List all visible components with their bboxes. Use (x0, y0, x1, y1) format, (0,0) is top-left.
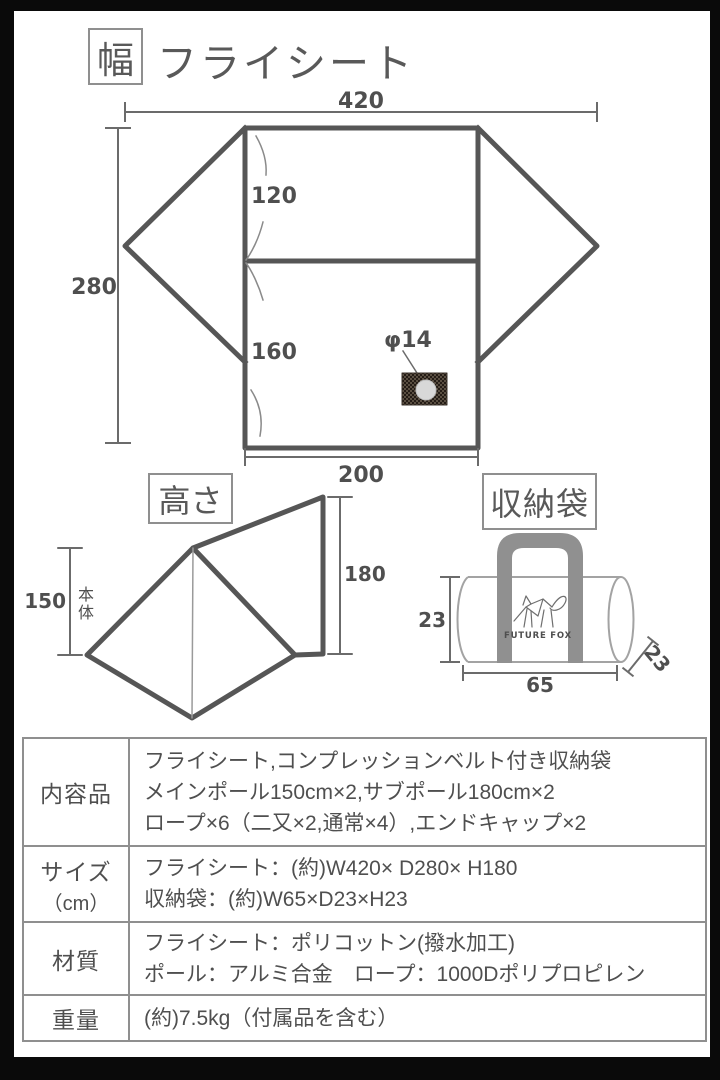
future-fox-logo-text: FUTURE FOX (504, 631, 572, 641)
height-tag-box: 高さ (148, 473, 233, 524)
size-line-1: フライシート：(約)W420× D280× H180 (144, 857, 518, 880)
table-row-size: サイズ （cm） フライシート：(約)W420× D280× H180 収納袋：… (24, 845, 705, 921)
dim-line-bag-height (440, 576, 460, 663)
stove-jack-patch (401, 372, 448, 406)
dim-line-bag-length (462, 665, 618, 681)
row-label-contents: 内容品 (24, 739, 130, 845)
dim-line-200 (244, 448, 479, 466)
dim-label-bag-length: 65 (526, 673, 554, 697)
tent-outline (84, 494, 326, 721)
height-tag-label: 高さ (158, 482, 223, 519)
dim-label-160: 160 (251, 340, 297, 365)
dim-line-bag-depth (621, 635, 660, 678)
row-value-size: フライシート：(約)W420× D280× H180 収納袋：(約)W65×D2… (130, 847, 705, 921)
width-tag-box: 幅 (88, 28, 143, 85)
flysheet-outline (122, 124, 600, 451)
dim-label-bag-depth: 23 (639, 640, 675, 677)
dim-line-280 (105, 127, 131, 444)
width-tag-label: 幅 (97, 39, 134, 81)
table-row-weight: 重量 (約)7.5kg（付属品を含む） (24, 994, 705, 1040)
main-body-label: 本体 (75, 586, 92, 622)
size-line-2: 収納袋：(約)W65×D23×H23 (144, 888, 408, 911)
dim-label-280: 280 (71, 275, 117, 300)
dim-label-180: 180 (344, 562, 386, 586)
page-title: フライシート (157, 42, 415, 86)
fold-arcs (244, 134, 267, 437)
row-value-weight: (約)7.5kg（付属品を含む） (130, 996, 705, 1040)
dim-line-420 (124, 102, 598, 122)
tent-center-seam (191, 547, 194, 719)
dim-line-180 (327, 496, 353, 655)
row-label-weight: 重量 (24, 996, 130, 1040)
row-value-material: フライシート：ポリコットン(撥水加工) ポール：アルミ合金 ロープ：1000Dポ… (130, 923, 705, 994)
material-line-2: ポール：アルミ合金 ロープ：1000Dポリプロピレン (144, 962, 646, 986)
storage-bag-drawing: FUTURE FOX 23 65 23 (418, 533, 676, 697)
row-label-material: 材質 (24, 923, 130, 994)
bag-body-outline (456, 576, 635, 663)
dim-label-bag-height: 23 (418, 608, 446, 632)
dim-line-150 (57, 547, 83, 656)
vent-leader-line (401, 349, 419, 375)
row-label-size: サイズ （cm） (24, 847, 130, 921)
tent-side-view: 150 180 (24, 494, 386, 721)
weight-line-1: (約)7.5kg（付属品を含む） (144, 1006, 399, 1030)
contents-line-2: メインポール150cm×2,サブポール180cm×2 (144, 780, 555, 804)
bag-tag-box: 収納袋 (482, 473, 597, 530)
bag-straps (497, 533, 583, 663)
spec-table: 内容品 フライシート,コンプレッションベルト付き収納袋 メインポール150cm×… (22, 737, 707, 1042)
material-line-1: フライシート：ポリコットン(撥水加工) (144, 931, 515, 955)
bag-tag-label: 収納袋 (489, 485, 589, 522)
dim-label-200: 200 (338, 463, 384, 488)
dim-label-120: 120 (251, 184, 297, 209)
table-row-material: 材質 フライシート：ポリコットン(撥水加工) ポール：アルミ合金 ロープ：100… (24, 921, 705, 994)
contents-line-1: フライシート,コンプレッションベルト付き収納袋 (144, 749, 612, 773)
dim-label-150: 150 (24, 589, 66, 613)
dim-label-420: 420 (338, 89, 384, 114)
flysheet-top-view: 420 280 120 160 φ14 (71, 89, 600, 488)
vent-label: φ14 (384, 328, 432, 353)
future-fox-logo-icon (513, 595, 567, 628)
contents-line-3: ロープ×6（二又×2,通常×4）,エンドキャップ×2 (144, 811, 587, 835)
table-row-contents: 内容品 フライシート,コンプレッションベルト付き収納袋 メインポール150cm×… (24, 739, 705, 845)
row-value-contents: フライシート,コンプレッションベルト付き収納袋 メインポール150cm×2,サブ… (130, 739, 705, 845)
